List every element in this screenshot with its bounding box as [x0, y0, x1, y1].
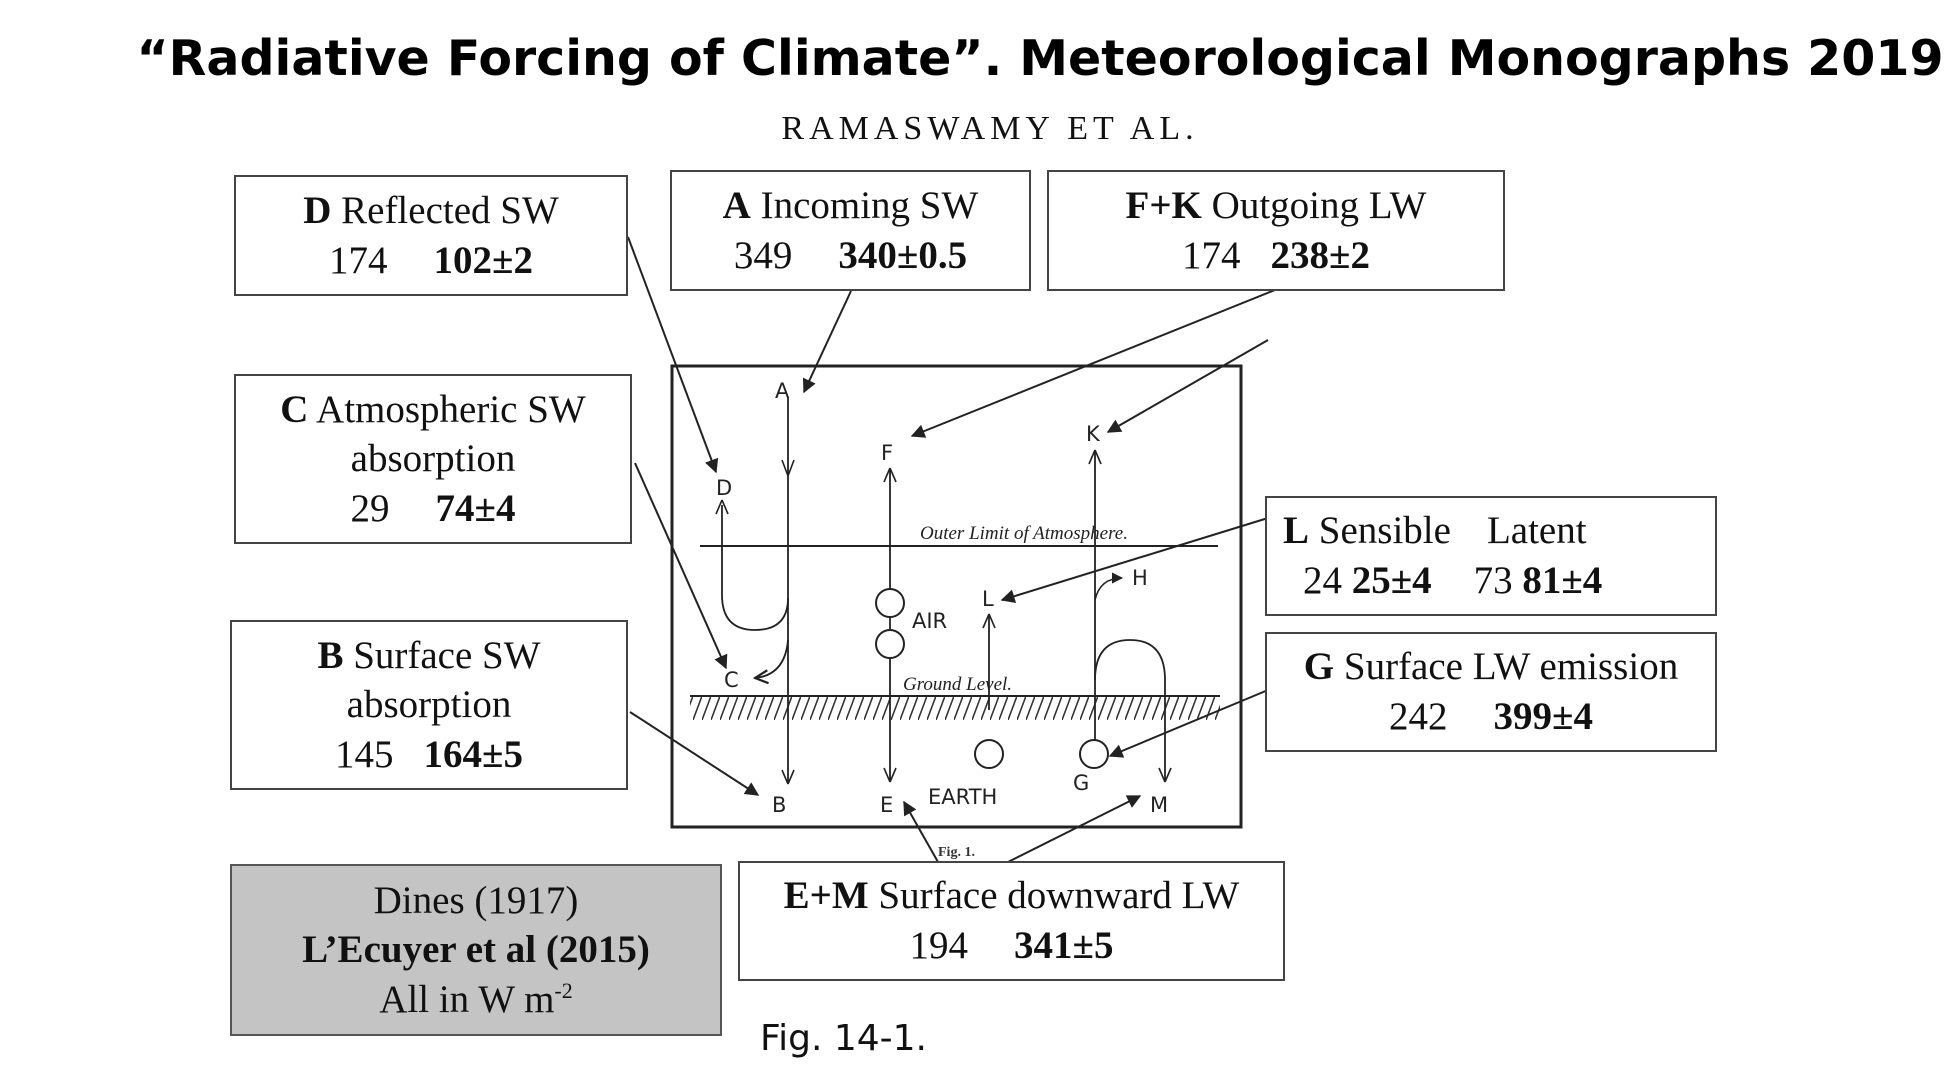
label-f: F — [881, 441, 893, 465]
label-d: D — [716, 476, 732, 500]
ground-hatch — [690, 696, 1220, 720]
connector-d — [627, 236, 719, 474]
ground-emission-circle — [1079, 739, 1109, 769]
air-circle-upper — [875, 588, 905, 618]
legend-dines: Dines (1917) — [373, 878, 579, 922]
legend-box: Dines (1917) L’Ecuyer et al (2015) All i… — [230, 864, 722, 1036]
label-c: C — [724, 668, 739, 692]
connector-l — [1000, 517, 1269, 603]
label-a: A — [775, 379, 790, 403]
earth-circle — [974, 739, 1004, 769]
connector-g — [1108, 689, 1269, 758]
legend-lecuyer: L’Ecuyer et al (2015) — [302, 928, 650, 972]
label-k: K — [1086, 422, 1101, 446]
label-m: M — [1150, 793, 1168, 817]
label-g: G — [1073, 771, 1089, 795]
arrow-h — [1094, 572, 1124, 601]
back-radiation-loop — [1094, 639, 1166, 780]
connector-f — [910, 289, 1276, 438]
page-title: “Radiative Forcing of Climate”. Meteorol… — [136, 30, 1944, 87]
figure-frame — [670, 364, 1243, 829]
connector-c — [634, 462, 728, 670]
ground-label: Ground Level. — [903, 674, 1012, 695]
absorption-hook — [755, 639, 789, 678]
connector-b — [629, 711, 760, 796]
connector-a — [802, 290, 852, 394]
outer-limit-label: Outer Limit of Atmosphere. — [920, 523, 1128, 544]
legend-units: All in W m-2 — [379, 977, 573, 1021]
author-line: RAMASWAMY ET AL. — [781, 110, 1199, 147]
air-circle-lower — [875, 629, 905, 659]
fig-one-label: Fig. 1. — [938, 845, 975, 860]
label-h: H — [1132, 566, 1148, 590]
label-e: E — [880, 793, 893, 817]
air-label: AIR — [912, 609, 947, 633]
label-b: B — [772, 793, 786, 817]
connector-e — [903, 800, 939, 863]
connector-k — [1106, 339, 1269, 433]
figure-caption: Fig. 14-1. — [760, 1018, 927, 1059]
reflected-loop — [721, 505, 789, 631]
earth-label: EARTH — [928, 785, 997, 809]
connector-m — [1007, 795, 1142, 863]
label-l: L — [982, 587, 994, 611]
